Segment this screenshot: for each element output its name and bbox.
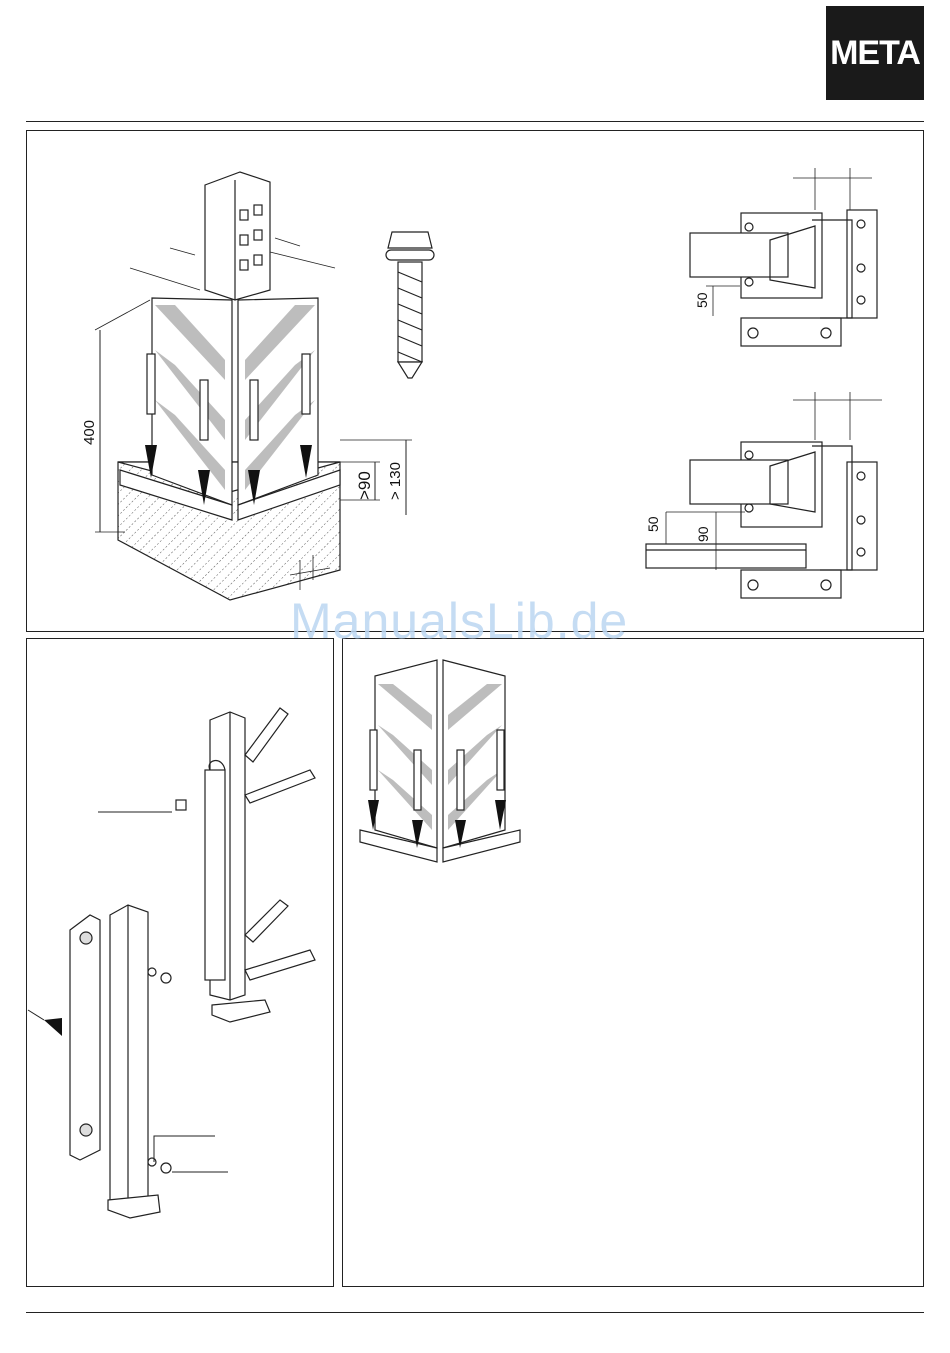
dim-gap-min-90: >90 — [355, 471, 374, 500]
direction-arrow — [44, 1018, 62, 1036]
protective-profile-assembly — [70, 905, 171, 1218]
dim-gap-total-130: > 130 — [387, 462, 404, 500]
upright-with-arms — [176, 708, 315, 1022]
plan-detail-upper — [690, 168, 877, 346]
leader-line-washer — [154, 1136, 215, 1162]
plan-detail-lower — [646, 392, 882, 598]
dim-offset-50-lower: 50 — [645, 516, 661, 532]
dim-gap-90-lower: 90 — [695, 526, 711, 542]
dim-offset-50-upper: 50 — [694, 292, 710, 308]
anchor-bolt-detail — [386, 232, 434, 378]
dim-height-400: 400 — [81, 420, 98, 445]
corner-guard-pair — [360, 660, 520, 862]
column-guard-assembly — [95, 172, 412, 600]
watermark: ManualsLib.de — [290, 592, 628, 650]
